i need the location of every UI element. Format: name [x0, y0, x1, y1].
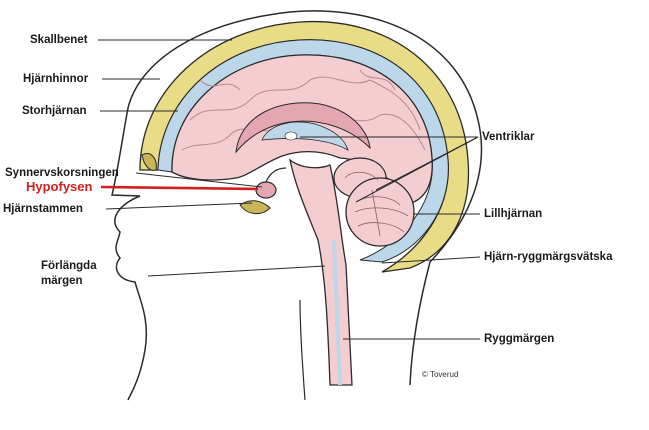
label-storhjarnan: Storhjärnan — [22, 104, 87, 118]
label-csf: Hjärn-ryggmärgsvätska — [484, 250, 612, 264]
label-hjarnhinnor: Hjärnhinnor — [23, 72, 88, 86]
label-lillhjarnan: Lillhjärnan — [484, 207, 542, 221]
leader-hypofysen — [101, 187, 258, 189]
ventricle-dot — [285, 132, 297, 140]
label-hypofysen: Hypofysen — [26, 180, 92, 194]
sphenoid-bone — [240, 201, 270, 214]
pituitary-stalk — [266, 168, 286, 182]
label-synnervskorsningen: Synnervskorsningen — [5, 166, 119, 180]
brainstem — [290, 160, 352, 385]
label-skallbenet: Skallbenet — [30, 33, 88, 47]
pituitary — [256, 182, 276, 198]
leader-csf — [382, 257, 480, 263]
label-forlangda-line1: Förlängda — [41, 259, 97, 273]
label-hjarnstammen: Hjärnstammen — [3, 202, 83, 216]
leader-hjarnstammen — [106, 203, 252, 209]
neck-line — [300, 300, 305, 400]
label-ryggmargen: Ryggmärgen — [484, 332, 554, 346]
label-forlangda-line2: märgen — [41, 274, 83, 288]
label-ventriklar: Ventriklar — [482, 130, 534, 144]
credit-text: © Toverud — [422, 370, 458, 379]
leader-forlangda — [148, 266, 325, 276]
